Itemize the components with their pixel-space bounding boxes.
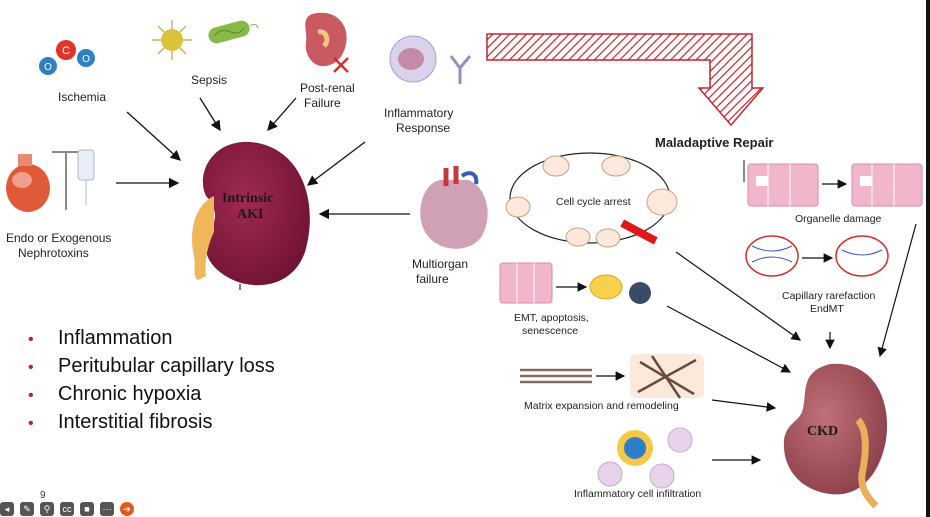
inflammatory-infiltration-illustration	[597, 427, 693, 489]
cell-cycle-illustration	[505, 152, 678, 248]
o-c-o-molecule-icon: O C O	[39, 40, 95, 75]
bullet-dot: •	[28, 415, 34, 432]
bacterium-icon	[208, 20, 259, 44]
previous-icon[interactable]: ◂	[0, 501, 14, 516]
intrinsic-aki-kidney	[192, 141, 310, 290]
post-renal-kidney-icon	[305, 12, 349, 73]
bullet-text: Chronic hypoxia	[58, 383, 202, 405]
bullet-text: Peritubular capillary loss	[58, 355, 275, 377]
bullet-item: • Peritubular capillary loss	[28, 354, 348, 380]
post-renal-label-2: Failure	[304, 96, 341, 110]
emt-illustration	[499, 262, 651, 304]
endo-label-2: Nephrotoxins	[18, 246, 89, 260]
nephrotoxin-bottle-icon	[6, 154, 50, 212]
bullet-dot: •	[28, 387, 34, 404]
endo-label-1: Endo or Exogenous	[6, 231, 112, 245]
slide-toolbar: ◂ ✎ ⚲ cc ■ ⋯ ➔	[0, 500, 134, 517]
inflammatory-cell-infiltration-label: Inflammatory cell infiltration	[574, 488, 702, 500]
bullet-dot: •	[28, 359, 34, 376]
matrix-expansion-illustration	[520, 354, 704, 399]
camera-icon[interactable]: ■	[80, 501, 94, 516]
zoom-icon[interactable]: ⚲	[40, 501, 54, 516]
ischemia-label: Ischemia	[58, 90, 107, 104]
cell-cycle-arrest-label: Cell cycle arrest	[556, 196, 631, 208]
intrinsic-aki-label-2: AKI	[237, 207, 264, 222]
matrix-expansion-label: Matrix expansion and remodeling	[524, 400, 679, 412]
bullet-item: • Interstitial fibrosis	[28, 410, 348, 436]
emt-label-2: senescence	[522, 325, 579, 337]
sepsis-label: Sepsis	[191, 73, 228, 87]
antibody-icon	[449, 55, 472, 84]
bullet-dot: •	[28, 331, 34, 348]
inflammatory-response-label-1: Inflammatory	[384, 106, 454, 120]
svg-text:O: O	[82, 54, 90, 65]
svg-text:O: O	[44, 62, 52, 73]
intrinsic-aki-label-1: Intrinsic	[222, 191, 274, 206]
ckd-label: CKD	[807, 424, 839, 439]
pen-icon[interactable]: ✎	[20, 501, 34, 516]
organelle-damage-label: Organelle damage	[795, 213, 882, 225]
more-options-icon[interactable]: ⋯	[100, 501, 114, 516]
maladaptive-flow-arrow	[486, 33, 765, 127]
window-edge	[926, 0, 930, 517]
bullet-text: Inflammation	[58, 327, 173, 349]
capillary-rarefaction-label-2: EndMT	[810, 303, 844, 315]
bullet-item: • Chronic hypoxia	[28, 382, 348, 408]
iv-bag-icon	[52, 149, 95, 210]
slide-number: 9	[40, 490, 46, 501]
multiorgan-label-1: Multiorgan	[412, 257, 469, 271]
inflammatory-cell-icon	[389, 35, 437, 83]
heart-icon	[420, 166, 488, 249]
next-icon[interactable]: ➔	[120, 501, 134, 516]
virus-icon	[152, 20, 192, 60]
post-renal-label-1: Post-renal	[300, 81, 355, 95]
organelle-damage-illustration	[747, 163, 923, 207]
capillary-rarefaction-label-1: Capillary rarefaction	[782, 290, 876, 302]
svg-text:C: C	[62, 45, 70, 57]
captions-icon[interactable]: cc	[60, 501, 74, 516]
ckd-kidney	[783, 363, 888, 509]
maladaptive-repair-label: Maladaptive Repair	[655, 135, 774, 150]
inflammatory-response-label-2: Response	[396, 121, 451, 135]
multiorgan-label-2: failure	[416, 272, 449, 286]
bullet-item: • Inflammation	[28, 326, 348, 352]
bullet-text: Interstitial fibrosis	[58, 411, 213, 433]
capillary-rarefaction-illustration	[745, 235, 889, 277]
emt-label-1: EMT, apoptosis,	[514, 312, 589, 324]
